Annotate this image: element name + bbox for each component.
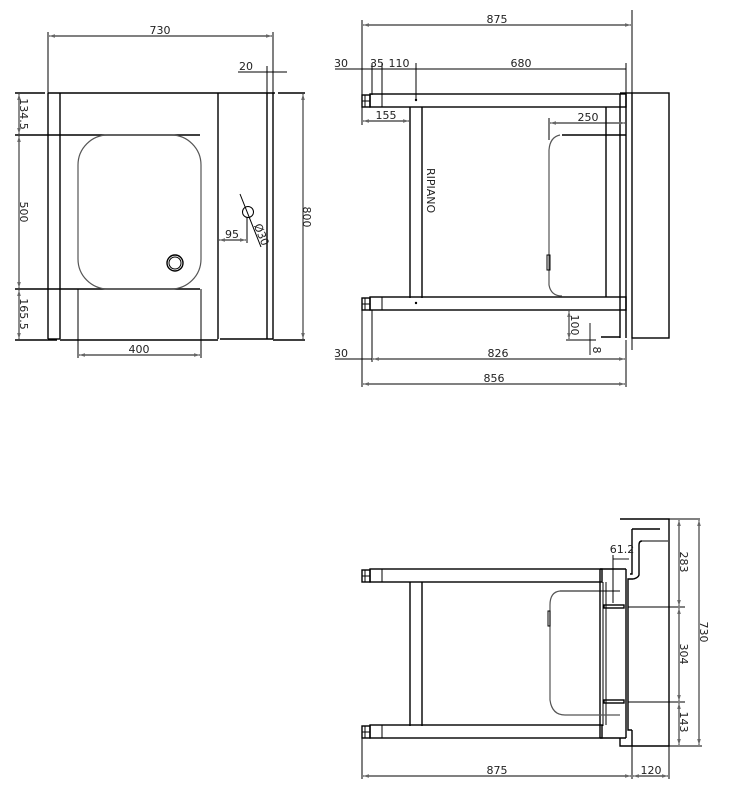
dim-back-upstand: 20 bbox=[239, 60, 253, 73]
dim-overall-depth: 800 bbox=[300, 207, 313, 228]
dim-bottom-offset: 30 bbox=[334, 347, 348, 360]
dim-shelf-height: 100 bbox=[568, 315, 581, 336]
dim-front-overall-length: 875 bbox=[487, 764, 508, 777]
drain-icon bbox=[166, 254, 184, 272]
dim-overall-width: 730 bbox=[150, 24, 171, 37]
front-elevation-view bbox=[361, 518, 670, 747]
top-plan-dimensions: 730 20 134.5 500 165.5 800 400 95 Ø30 bbox=[17, 24, 313, 357]
dim-gap: 8 bbox=[590, 347, 603, 354]
dim-leg-offset: 110 bbox=[389, 57, 410, 70]
dim-foot-offset: 30 bbox=[334, 57, 348, 70]
dim-inner-length: 826 bbox=[488, 347, 509, 360]
dim-bottom-margin: 165.5 bbox=[17, 298, 30, 330]
dim-tap-offset: 95 bbox=[225, 228, 239, 241]
dim-bracket-gap: 61.2 bbox=[610, 543, 635, 556]
sink-bowl bbox=[77, 134, 202, 290]
shelf-label: RIPIANO bbox=[424, 168, 437, 214]
dim-overall-height: 730 bbox=[697, 622, 710, 643]
dim-top-margin: 134.5 bbox=[17, 98, 30, 130]
dim-lower-section: 143 bbox=[677, 712, 690, 733]
dim-tap-diameter: Ø30 bbox=[251, 222, 272, 248]
dim-side-overall-length: 875 bbox=[487, 13, 508, 26]
dim-upstand-depth: 120 bbox=[641, 764, 662, 777]
side-elevation-dimensions: 875 30 35 110 680 155 250 100 8 30 826 bbox=[334, 13, 633, 387]
front-elevation-dimensions: 61.2 283 304 143 730 875 120 bbox=[361, 518, 710, 779]
tap-hole-icon bbox=[242, 206, 254, 218]
dim-middle-section: 304 bbox=[677, 644, 690, 665]
top-plan-view bbox=[15, 92, 305, 358]
dim-total-length: 856 bbox=[484, 372, 505, 385]
dim-bowl-length: 500 bbox=[17, 202, 30, 223]
dim-shelf-offset: 155 bbox=[376, 109, 397, 122]
dim-foot-cap: 35 bbox=[370, 57, 384, 70]
dim-bowl-depth: 250 bbox=[578, 111, 599, 124]
dim-rail-length: 680 bbox=[511, 57, 532, 70]
dim-bowl-width: 400 bbox=[129, 343, 150, 356]
dim-upper-section: 283 bbox=[677, 552, 690, 573]
side-elevation-view: RIPIANO bbox=[361, 10, 670, 350]
